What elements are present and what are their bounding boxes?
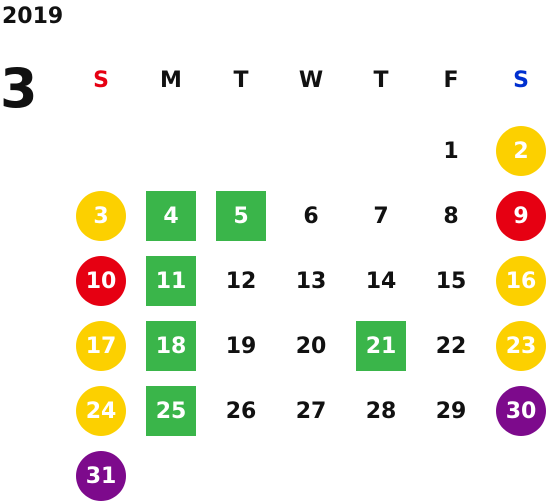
day-cell-21[interactable]: 21 [356, 321, 406, 371]
day-cell-29[interactable]: 29 [435, 398, 467, 424]
day-cell-16[interactable]: 16 [496, 256, 546, 306]
day-cell-6[interactable]: 6 [303, 203, 319, 229]
day-cell-28[interactable]: 28 [365, 398, 397, 424]
day-cell-9[interactable]: 9 [496, 191, 546, 241]
weekday-label: F [443, 68, 459, 93]
day-cell-14[interactable]: 14 [365, 268, 397, 294]
day-cell-22[interactable]: 22 [435, 333, 467, 359]
day-cell-26[interactable]: 26 [225, 398, 257, 424]
day-cell-27[interactable]: 27 [295, 398, 327, 424]
day-cell-17[interactable]: 17 [76, 321, 126, 371]
weekday-label: T [373, 68, 389, 93]
day-cell-19[interactable]: 19 [225, 333, 257, 359]
day-cell-30[interactable]: 30 [496, 386, 546, 436]
day-cell-5[interactable]: 5 [216, 191, 266, 241]
weekday-label: T [233, 68, 249, 93]
day-cell-8[interactable]: 8 [443, 203, 459, 229]
weekday-label: S [513, 68, 529, 93]
weekday-label: S [93, 68, 109, 93]
day-cell-4[interactable]: 4 [146, 191, 196, 241]
calendar-month: 3 [0, 57, 38, 120]
day-cell-2[interactable]: 2 [496, 126, 546, 176]
day-cell-18[interactable]: 18 [146, 321, 196, 371]
weekday-label: M [160, 68, 182, 93]
day-cell-20[interactable]: 20 [295, 333, 327, 359]
calendar-year: 2019 [2, 4, 64, 29]
day-cell-31[interactable]: 31 [76, 451, 126, 501]
day-cell-10[interactable]: 10 [76, 256, 126, 306]
day-cell-24[interactable]: 24 [76, 386, 126, 436]
day-cell-3[interactable]: 3 [76, 191, 126, 241]
weekday-label: W [298, 68, 324, 93]
day-cell-12[interactable]: 12 [225, 268, 257, 294]
day-cell-15[interactable]: 15 [435, 268, 467, 294]
day-cell-1[interactable]: 1 [443, 138, 459, 164]
day-cell-13[interactable]: 13 [295, 268, 327, 294]
day-cell-11[interactable]: 11 [146, 256, 196, 306]
day-cell-7[interactable]: 7 [373, 203, 389, 229]
day-cell-23[interactable]: 23 [496, 321, 546, 371]
day-cell-25[interactable]: 25 [146, 386, 196, 436]
